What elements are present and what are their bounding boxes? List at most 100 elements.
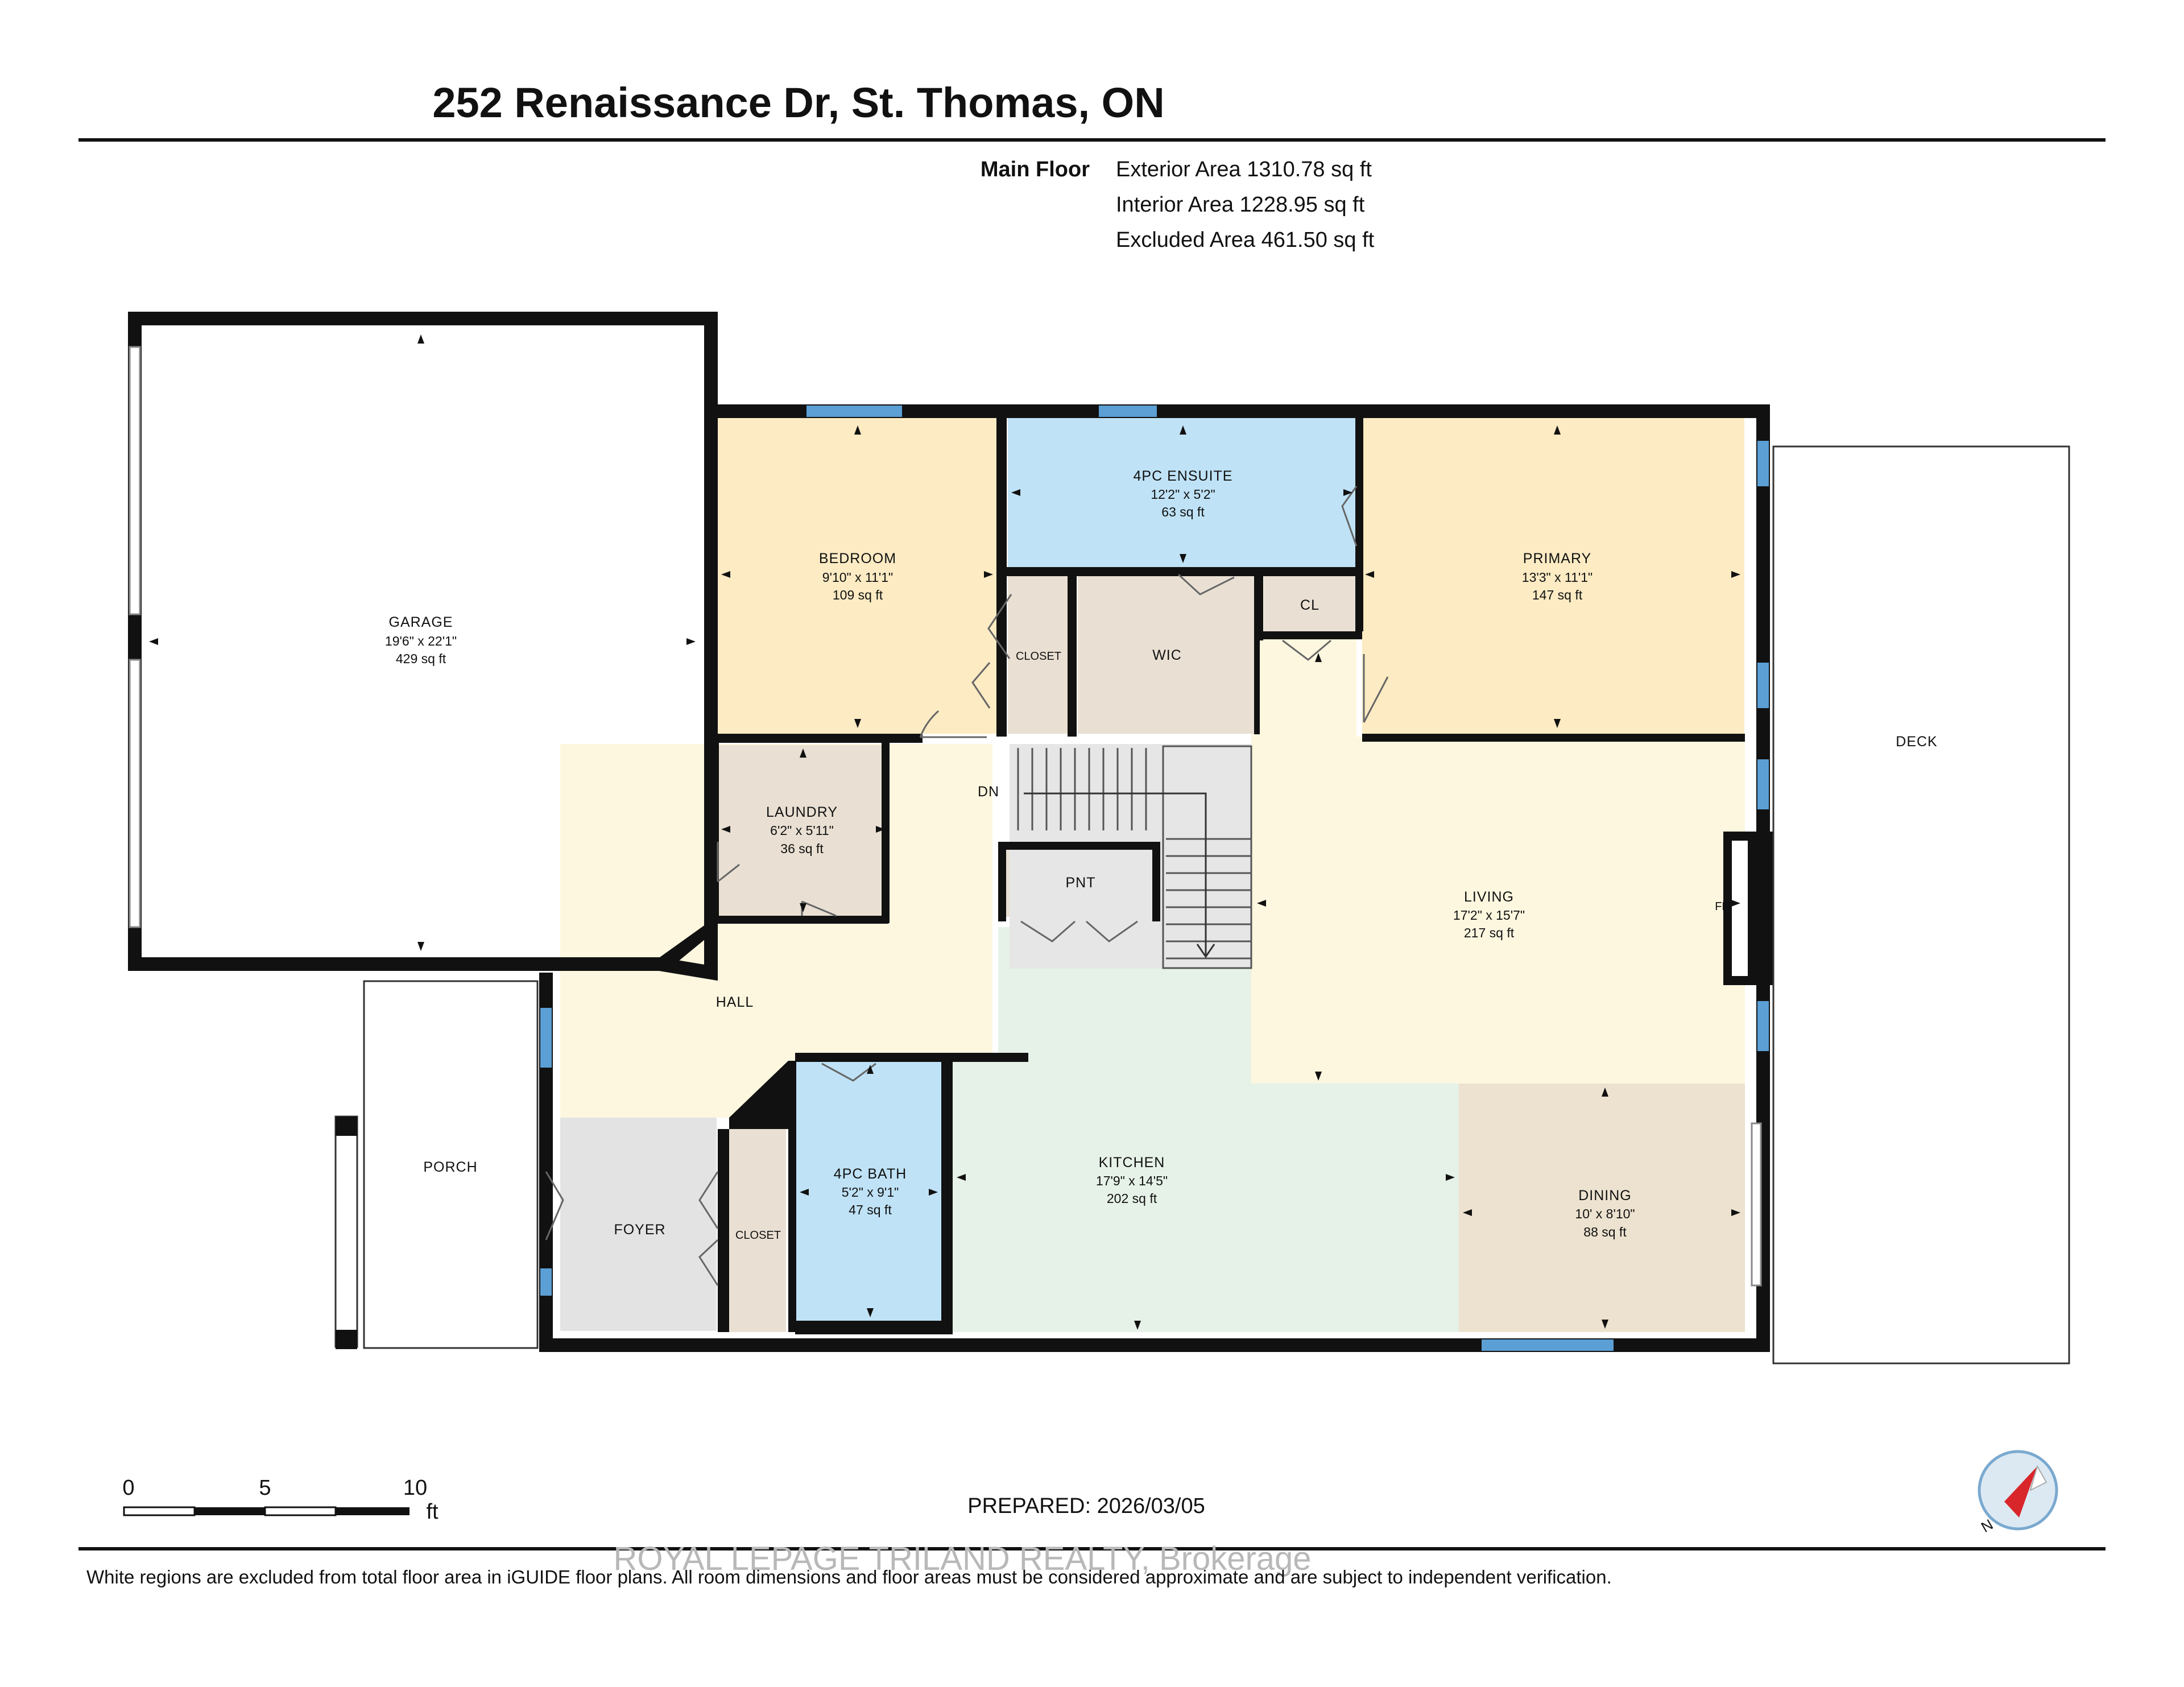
window <box>1099 406 1157 417</box>
window <box>540 1008 552 1068</box>
room-area: 109 sq ft <box>833 588 883 602</box>
room-name: KITCHEN <box>1099 1155 1165 1171</box>
room-dims: 19'6" x 22'1" <box>385 634 457 648</box>
room-name: GARAGE <box>389 614 453 630</box>
window <box>540 1268 552 1296</box>
garage-chamfer-wall <box>660 916 718 971</box>
room-name: LIVING <box>1464 889 1514 905</box>
room-bedroom: BEDROOM 9'10" x 11'1" 109 sq ft <box>819 551 896 602</box>
room-name: DINING <box>1578 1188 1632 1204</box>
bedroom-closet-area <box>1008 576 1068 734</box>
fireplace-label: FP <box>1715 900 1730 913</box>
room-name: 4PC ENSUITE <box>1134 468 1233 484</box>
bath-bottom-wall <box>795 1321 953 1334</box>
header-rule <box>78 138 2106 142</box>
laundry-left-wall <box>711 734 719 916</box>
exterior-area: Exterior Area 1310.78 sq ft <box>1116 158 1372 181</box>
closet-chamfer-wall <box>729 1061 796 1129</box>
room-dims: 10' x 8'10" <box>1575 1206 1635 1221</box>
laundry-area <box>718 745 888 916</box>
bath-area <box>796 1061 941 1321</box>
window <box>806 406 902 417</box>
room-kitchen: KITCHEN 17'9" x 14'5" 202 sq ft <box>1096 1155 1168 1206</box>
wic-label: WIC <box>1152 647 1182 663</box>
room-name: BEDROOM <box>819 551 896 567</box>
room-garage: GARAGE 19'6" x 22'1" 429 sq ft <box>385 614 457 666</box>
porch <box>363 980 539 1349</box>
windows <box>540 406 1769 1351</box>
ensuite-area <box>1008 418 1356 567</box>
foyer-area <box>560 1118 717 1331</box>
room-dims: 12'2" x 5'2" <box>1151 487 1215 502</box>
kitchen-area <box>953 927 1459 1332</box>
room-dims: 9'10" x 11'1" <box>822 570 893 585</box>
excluded-area: Excluded Area 461.50 sq ft <box>1116 228 1375 252</box>
room-dims: 17'2" x 15'7" <box>1453 908 1525 923</box>
room-name: 4PC BATH <box>834 1166 907 1182</box>
interior-area: Interior Area 1228.95 sq ft <box>1116 193 1365 217</box>
closet-label: CLOSET <box>1016 650 1061 663</box>
room-area: 63 sq ft <box>1161 505 1205 519</box>
porch-step <box>334 1115 358 1348</box>
scale-tick-5: 5 <box>259 1476 271 1500</box>
room-ensuite: 4PC ENSUITE 12'2" x 5'2" 63 sq ft <box>1134 468 1233 519</box>
living-area <box>1251 580 1745 1084</box>
bedroom-right-wall <box>996 418 1007 737</box>
patio-door <box>1751 1122 1762 1287</box>
room-dining: DINING 10' x 8'10" 88 sq ft <box>1575 1188 1635 1239</box>
garage-door-right <box>129 659 141 928</box>
scale-tick-10: 10 <box>403 1476 427 1500</box>
bedroom-area <box>718 418 998 734</box>
wic-lower-wall <box>1254 640 1260 734</box>
dimension-arrows <box>149 334 1740 1330</box>
room-area: 88 sq ft <box>1583 1225 1627 1239</box>
room-dims: 17'9" x 14'5" <box>1096 1173 1168 1188</box>
room-living: LIVING 17'2" x 15'7" 217 sq ft <box>1453 889 1525 940</box>
room-area: 202 sq ft <box>1107 1191 1157 1206</box>
down-label: DN <box>978 784 999 800</box>
room-area: 429 sq ft <box>396 651 446 666</box>
foyer-closet-area <box>729 1129 786 1332</box>
room-primary: PRIMARY 13'3" x 11'1" 147 sq ft <box>1522 551 1592 602</box>
footer-disclaimer: White regions are excluded from total fl… <box>86 1566 1612 1587</box>
prepared-date: PREPARED: 2026/03/05 <box>967 1494 1205 1518</box>
room-area: 147 sq ft <box>1532 588 1583 602</box>
laundry-bottom-wall <box>718 916 888 924</box>
cl-bottom-wall <box>1254 631 1362 639</box>
deck-label: DECK <box>1896 734 1937 750</box>
room-bath: 4PC BATH 5'2" x 9'1" 47 sq ft <box>834 1166 907 1217</box>
room-area: 217 sq ft <box>1464 925 1515 940</box>
porch-label: PORCH <box>423 1159 477 1175</box>
bath-right-wall <box>941 1061 953 1332</box>
dining-area <box>1459 1084 1745 1332</box>
pantry-right-wall <box>1152 842 1160 921</box>
compass-icon: N <box>1978 1450 2058 1536</box>
wic-right-wall <box>1254 576 1263 640</box>
window <box>1757 759 1769 809</box>
scale-bar: 0 5 10 ft <box>122 1476 439 1524</box>
closet-wic-wall <box>1068 576 1077 737</box>
exterior-wall <box>539 404 1770 1352</box>
pantry-label: PNT <box>1066 875 1096 891</box>
scale-tick-0: 0 <box>122 1476 134 1500</box>
pantry-left-wall <box>998 842 1006 921</box>
room-name: LAUNDRY <box>766 804 838 820</box>
cl-label: CL <box>1300 597 1320 613</box>
room-name: PRIMARY <box>1523 551 1591 567</box>
footer-rule <box>78 1547 2106 1550</box>
foyer-label: FOYER <box>614 1222 665 1238</box>
window <box>1757 1001 1769 1051</box>
garage-door-left <box>129 346 141 615</box>
room-dims: 13'3" x 11'1" <box>1522 570 1592 585</box>
porch-post <box>336 1117 357 1136</box>
wic-area <box>1078 576 1254 734</box>
floor-label: Main Floor <box>981 158 1090 181</box>
foyer-closet-wall <box>718 1129 729 1332</box>
page-title: 252 Renaissance Dr, St. Thomas, ON <box>432 79 1164 126</box>
window <box>1757 663 1769 708</box>
room-laundry: LAUNDRY 6'2" x 5'11" 36 sq ft <box>766 804 838 856</box>
deck <box>1772 445 2070 1365</box>
porch-post <box>336 1330 357 1349</box>
doors <box>545 486 1389 1286</box>
